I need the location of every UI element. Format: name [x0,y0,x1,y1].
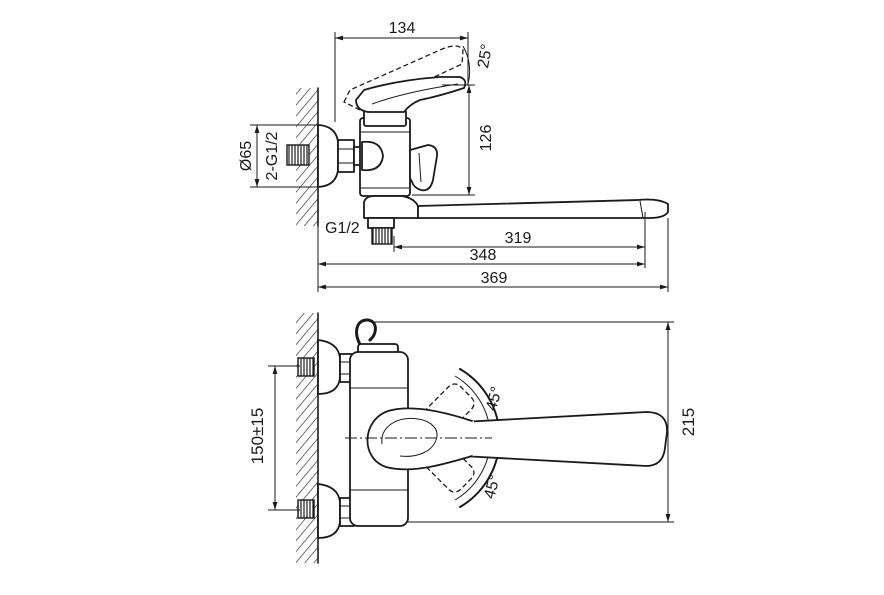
side-elevation-view: 134 25° 126 Ø65 2-G1/2 G1/2 319 348 369 [238,20,669,292]
front-view: 45° 45° 150±15 215 [248,312,698,564]
handle-knob-contour [381,417,438,457]
handle-lever-front [461,411,668,467]
label-inlet-thread: 2-G1/2 [264,131,281,180]
diverter-knob-contour [418,152,422,183]
spout-swivel-base [363,195,419,219]
handle-knob-outline [366,407,473,471]
escutcheon-upper [317,339,341,395]
handle-angle-arc [462,45,471,85]
label-angle-up: 45° [483,385,506,413]
spout-aerator-line [639,200,644,219]
label-inlet-spacing: 150±15 [248,408,267,465]
label-319: 319 [505,230,532,247]
valve-bulge [361,140,384,172]
inlet-thread-side [286,144,310,166]
label-top-width: 134 [389,20,416,37]
label-369: 369 [481,270,508,287]
handle-knob-fill [367,408,474,470]
inlet-thread-lower [297,499,315,519]
nut-side [337,139,355,173]
inlet-thread-upper [297,357,315,377]
label-348: 348 [470,247,497,264]
escutcheon-lower [317,483,341,539]
label-handle-angle: 25° [475,43,496,70]
label-outlet-thread: G1/2 [325,220,360,237]
outlet-connector [367,217,395,229]
label-angle-down: 45° [481,473,504,501]
handle-lever-side [355,76,467,113]
handle-lever-side-contour [371,83,459,105]
spout-tube [417,198,669,219]
shower-hook [355,318,377,350]
outlet-thread [371,227,393,245]
wall-hatch-front [296,313,318,563]
label-escutcheon-diameter: Ø65 [238,141,255,171]
escutcheon-side [317,124,339,188]
label-height: 126 [478,125,495,152]
diverter-knob [409,144,438,192]
label-overall-height: 215 [679,408,698,436]
handle-alternate-down [414,432,475,493]
